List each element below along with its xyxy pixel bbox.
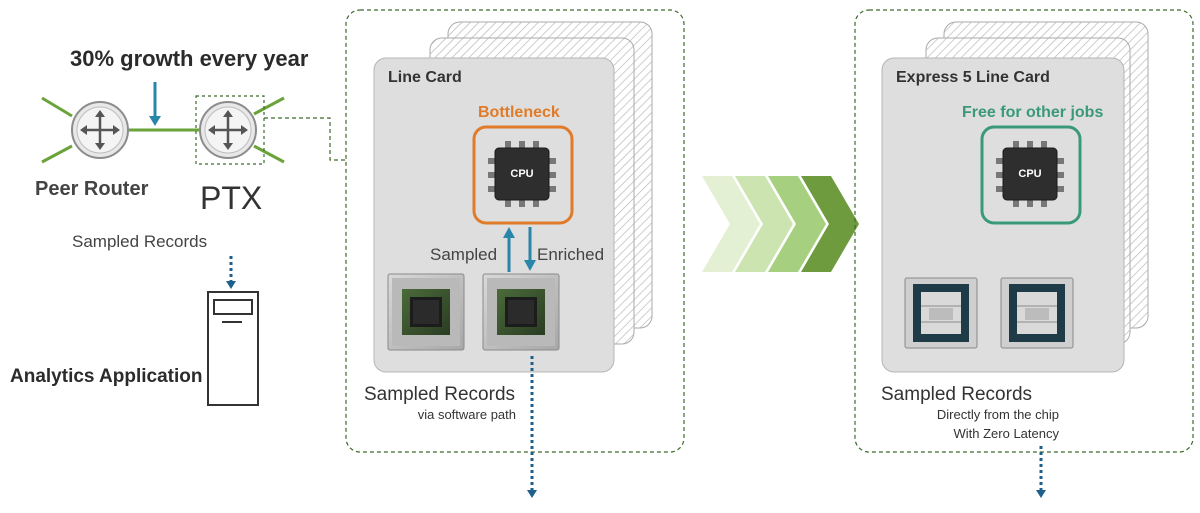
line-card-panel bbox=[345, 9, 685, 453]
ptx-to-linecard-connector bbox=[264, 117, 346, 161]
cpu-icon-express bbox=[996, 141, 1064, 207]
router-network bbox=[41, 96, 285, 164]
express-records-sub-1: Directly from the chip bbox=[936, 407, 1059, 422]
line-card-records-label: Sampled Records bbox=[364, 384, 516, 405]
cpu-bottleneck-frame bbox=[472, 125, 574, 225]
express-asic-chip-1 bbox=[904, 277, 978, 349]
ptx-label: PTX bbox=[200, 180, 263, 216]
asic-chip-1 bbox=[387, 273, 465, 351]
records-down-arrow-middle bbox=[527, 356, 537, 498]
sampled-label: Sampled bbox=[430, 245, 498, 264]
express-card-panel bbox=[854, 9, 1194, 453]
sampled-records-label-left: Sampled Records bbox=[72, 232, 208, 251]
records-down-arrow-right bbox=[1036, 446, 1046, 498]
line-card-records-sub: via software path bbox=[417, 407, 516, 422]
cpu-icon bbox=[488, 141, 556, 207]
peer-router-icon bbox=[71, 101, 129, 159]
peer-router-label: Peer Router bbox=[35, 178, 149, 200]
enriched-label: Enriched bbox=[537, 245, 605, 264]
cpu-label-express: CPU bbox=[1018, 168, 1042, 180]
express-card-title: Express 5 Line Card bbox=[896, 69, 1050, 86]
ptx-highlight-box bbox=[195, 95, 265, 165]
asic-chip-2 bbox=[482, 273, 560, 351]
line-card-title: Line Card bbox=[388, 69, 462, 86]
free-for-other-jobs-label: Free for other jobs bbox=[962, 104, 1104, 121]
server-icon bbox=[207, 291, 259, 406]
transition-chevrons bbox=[702, 176, 859, 272]
records-down-arrow-left bbox=[226, 256, 236, 289]
cpu-free-frame bbox=[980, 125, 1082, 225]
enriched-down-arrow bbox=[524, 227, 536, 271]
express-records-sub-2: With Zero Latency bbox=[953, 426, 1060, 441]
growth-arrow bbox=[149, 82, 161, 126]
growth-label: 30% growth every year bbox=[70, 46, 309, 71]
cpu-label: CPU bbox=[510, 168, 534, 180]
express-records-label: Sampled Records bbox=[881, 384, 1033, 405]
analytics-application-label: Analytics Application bbox=[10, 366, 203, 387]
sampled-up-arrow bbox=[503, 227, 515, 272]
bottleneck-label: Bottleneck bbox=[478, 104, 560, 121]
express-asic-chip-2 bbox=[1000, 277, 1074, 349]
ptx-router-icon bbox=[199, 101, 257, 159]
